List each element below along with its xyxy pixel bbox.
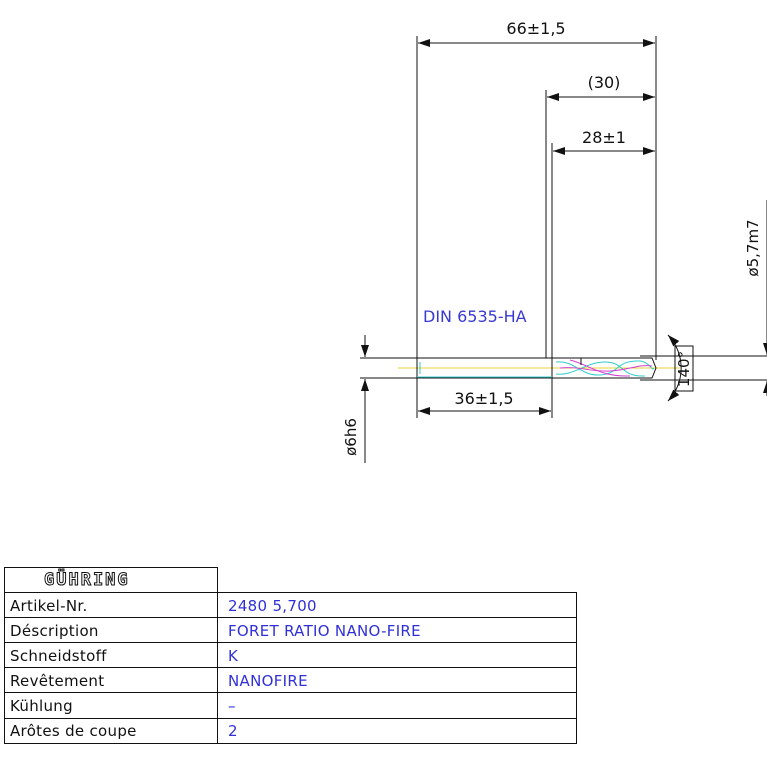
- extension-lines: [360, 36, 767, 418]
- row-label: Artikel-Nr.: [10, 597, 88, 615]
- row-cutting-material: Schneidstoff K: [4, 645, 577, 669]
- row-label: Revêtement: [10, 672, 105, 690]
- row-value: NANOFIRE: [228, 672, 308, 690]
- dimension-lines: [361, 39, 767, 463]
- drill-flute: [552, 357, 657, 379]
- row-cooling: Kühlung –: [4, 695, 577, 719]
- tip-diameter-label: ø5,7m7: [744, 219, 762, 276]
- overall-length-label: 66±1,5: [506, 19, 565, 38]
- standard-label: DIN 6535-HA: [423, 307, 527, 326]
- row-value: FORET RATIO NANO-FIRE: [228, 622, 421, 640]
- row-label: Déscription: [10, 622, 99, 640]
- title-block-grid: [4, 567, 577, 744]
- row-value: 2480 5,700: [228, 597, 317, 615]
- point-angle-box: [674, 345, 694, 392]
- title-block: GÜHRING Artikel-Nr. 2480 5,700 Déscripti…: [4, 567, 577, 745]
- drill-body: [398, 357, 680, 379]
- row-label: Kühlung: [10, 697, 73, 715]
- row-article-no: Artikel-Nr. 2480 5,700: [4, 595, 577, 619]
- row-cutting-edges: Arôtes de coupe 2: [4, 720, 577, 744]
- flute-ref-label: (30): [588, 73, 621, 92]
- flute-length-label: 28±1: [582, 128, 626, 147]
- shank-length-label: 36±1,5: [454, 389, 513, 408]
- point-angle-label: 140°: [675, 351, 693, 387]
- row-value: –: [228, 697, 236, 715]
- row-label: Schneidstoff: [10, 647, 107, 665]
- row-description: Déscription FORET RATIO NANO-FIRE: [4, 620, 577, 644]
- point-angle-dim: [667, 334, 682, 402]
- guehring-logo: GÜHRING: [44, 570, 130, 591]
- shank-diameter-label: ø6h6: [342, 418, 360, 456]
- drill-shank: [416, 357, 553, 379]
- row-value: 2: [228, 722, 238, 740]
- row-coating: Revêtement NANOFIRE: [4, 670, 577, 694]
- row-label: Arôtes de coupe: [10, 722, 137, 740]
- row-value: K: [228, 647, 239, 665]
